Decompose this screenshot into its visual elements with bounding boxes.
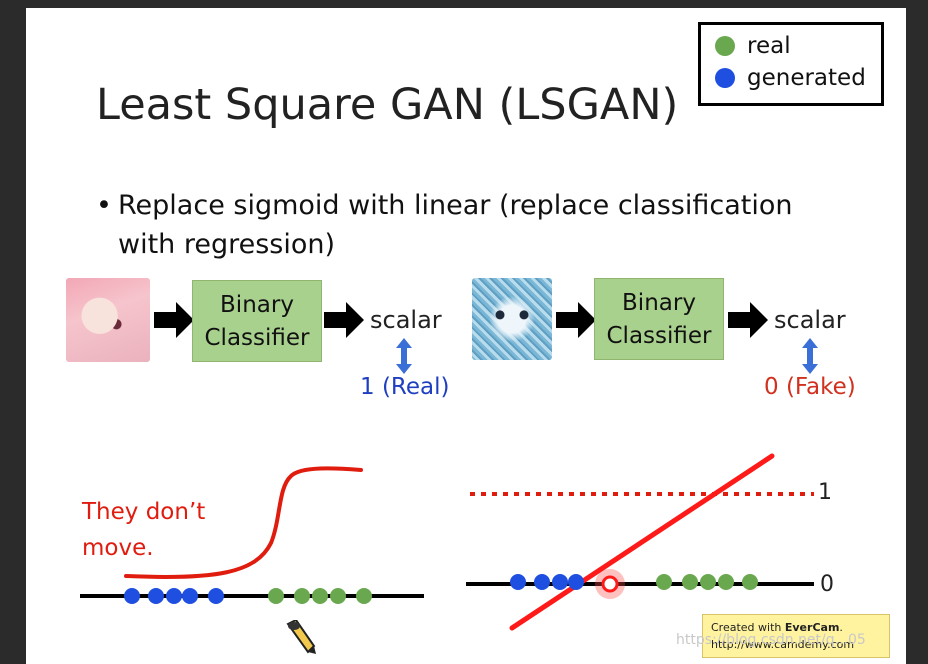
real-point [268,588,284,604]
generated-point [510,574,526,590]
watermark: https://blog.csdn.net/q...05 [676,632,866,648]
arrow-right-icon [324,302,364,338]
sigmoid-curve [124,466,363,580]
legend: real generated [698,22,884,106]
evercam-badge: Created with EverCam. http://www.camdemy… [702,614,890,658]
real-point [356,588,372,604]
bullet-text: Replace sigmoid with linear (replace cla… [118,190,793,260]
classifier-right-line2: Classifier [606,323,712,349]
tick-one-label: 1 [818,480,832,505]
generated-point [124,588,140,604]
linear-fit-line [509,453,775,631]
they-dont-move-annotation: They don’t move. [82,494,205,566]
target-real: 1 (Real) [360,374,450,400]
generated-point [208,588,224,604]
bullet-marker: • [96,190,112,221]
legend-generated-label: generated [747,65,866,91]
classifier-right-line1: Binary [622,290,696,316]
binary-classifier-right: Binary Classifier [594,278,724,360]
real-point [742,574,758,590]
legend-item-real: real [715,33,791,59]
linear-regression-plot [466,453,814,631]
real-point [682,574,698,590]
pointer-marker [601,575,619,593]
generated-point [182,588,198,604]
real-point [700,574,716,590]
sigmoid-plot [80,466,424,604]
scalar-left: scalar [370,306,442,334]
generated-point [534,574,550,590]
annotation-line2: move. [82,535,154,561]
generated-swatch [715,68,735,88]
generated-point [552,574,568,590]
real-point [312,588,328,604]
double-arrow-icon [396,338,412,374]
generated-point [166,588,182,604]
scalar-right: scalar [774,306,846,334]
anime-face-image [66,278,150,362]
arrow-right-icon [728,302,768,338]
generated-face-image [472,278,552,360]
slide: Least Square GAN (LSGAN) real generated … [26,8,906,664]
classifier-left-line2: Classifier [204,325,310,351]
legend-item-generated: generated [715,65,866,91]
arrow-right-icon [154,302,194,338]
target-fake: 0 (Fake) [764,374,856,400]
binary-classifier-left: Binary Classifier [192,280,322,362]
annotation-line1: They don’t [82,499,206,525]
real-point [294,588,310,604]
real-point [330,588,346,604]
real-point [656,574,672,590]
arrow-right-icon [556,302,596,338]
tick-zero-label: 0 [820,572,834,597]
classifier-left-line1: Binary [220,292,294,318]
double-arrow-icon [802,338,818,374]
pencil-cursor-icon [286,620,316,654]
evercam-line1: Created with EverCam. [711,621,843,634]
real-swatch [715,36,735,56]
generated-point [148,588,164,604]
slide-title: Least Square GAN (LSGAN) [96,80,679,130]
generated-point [568,574,584,590]
real-point [718,574,734,590]
legend-real-label: real [747,33,791,59]
evercam-url: http://www.camdemy.com [711,638,855,651]
